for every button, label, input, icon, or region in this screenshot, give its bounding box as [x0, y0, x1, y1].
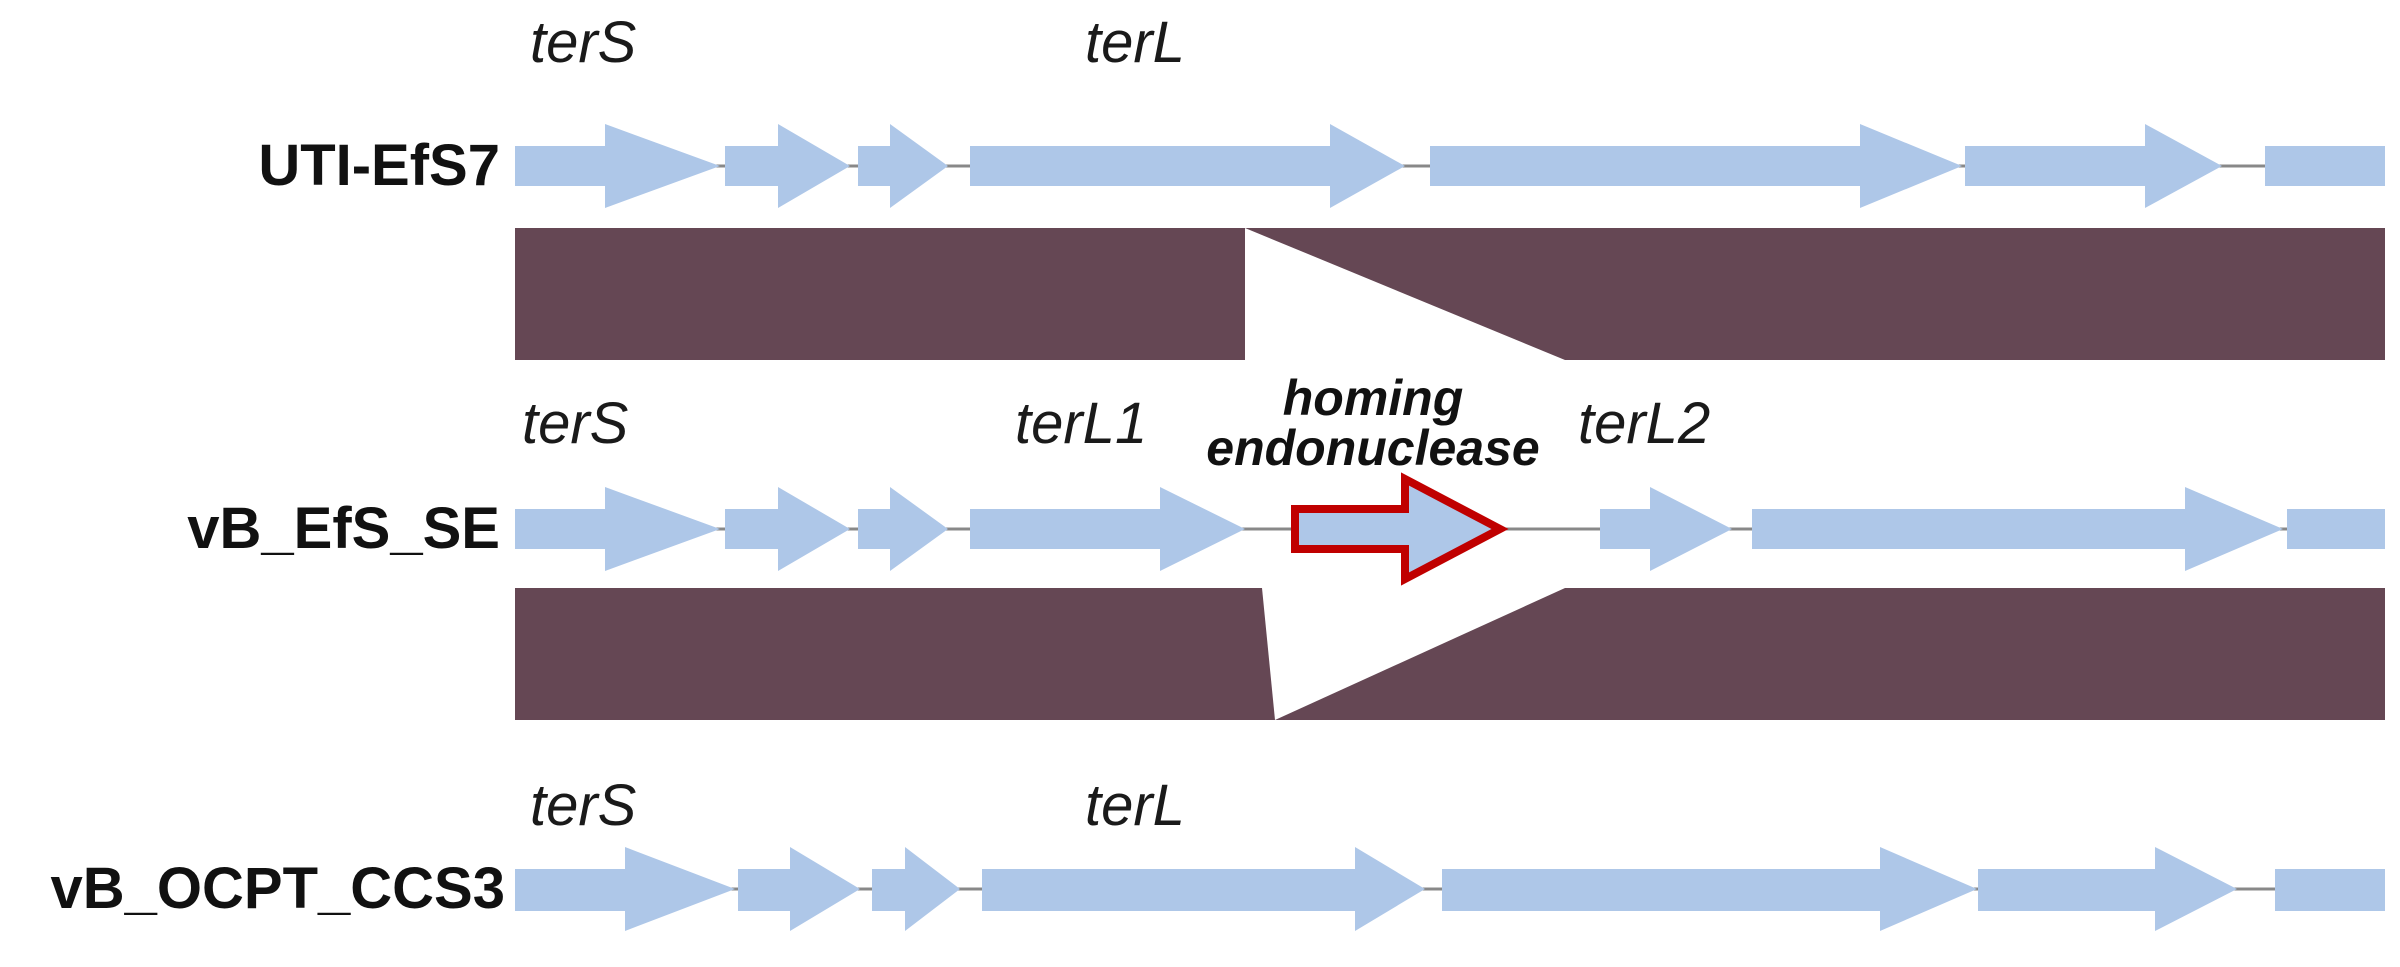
gene-arrow-terl1 — [970, 487, 1245, 571]
gene-arrow — [1442, 847, 1977, 931]
gene-arrow — [1978, 847, 2237, 931]
genome-name-vb-ocpt-ccs3: vB_OCPT_CCS3 — [51, 856, 505, 921]
gene-arrow-terl2 — [1752, 487, 2283, 571]
genome-name-vb-efs-se: vB_EfS_SE — [187, 496, 500, 561]
genome-track-vb-ocpt-ccs3: terS terL vB_OCPT_CCS3 — [51, 773, 2385, 931]
gene-arrow-homing-endonuclease — [1291, 472, 1509, 586]
gene-label-ters-2: terS — [522, 391, 629, 456]
gene-label-ters-3: terS — [530, 773, 637, 838]
gene-arrow — [858, 124, 948, 208]
gene-arrows — [515, 847, 2385, 931]
gene-label-homing: homing — [1283, 370, 1464, 426]
gene-label-terl2: terL2 — [1578, 391, 1710, 456]
gene-arrows — [515, 472, 2385, 586]
gene-arrow — [725, 124, 850, 208]
gene-arrow — [2275, 869, 2385, 911]
gene-arrow-ters — [515, 124, 720, 208]
gene-arrow-ters — [515, 847, 735, 931]
gene-label-terl-3: terL — [1085, 773, 1185, 838]
gene-label-terl-1: terL — [1085, 10, 1185, 75]
gene-label-ters-1: terS — [530, 10, 637, 75]
gene-arrows — [515, 124, 2385, 208]
genome-track-uti-efs7: terS terL UTI-EfS7 — [258, 10, 2385, 208]
homology-band-2 — [515, 588, 2385, 720]
gene-arrow — [725, 487, 850, 571]
gene-label-terl1: terL1 — [1015, 391, 1147, 456]
gene-arrow — [2287, 509, 2385, 549]
gene-arrow — [738, 847, 860, 931]
insertion-gap — [1262, 588, 1565, 720]
gene-label-endonuclease: endonuclease — [1206, 420, 1539, 476]
gene-arrow — [1430, 124, 1962, 208]
gene-arrow-ters — [515, 487, 720, 571]
gene-arrow — [1600, 487, 1732, 571]
genome-track-vb-efs-se: terS terL1 terL2 homing endonuclease vB_… — [187, 370, 2385, 586]
homology-band-1 — [515, 228, 2385, 360]
gene-arrow — [1965, 124, 2222, 208]
insertion-gap — [1245, 228, 1565, 360]
genome-name-uti-efs7: UTI-EfS7 — [258, 133, 500, 198]
gene-arrow-terl — [970, 124, 1405, 208]
gene-arrow — [872, 847, 960, 931]
gene-arrow — [2265, 146, 2385, 186]
gene-arrow — [858, 487, 948, 571]
gene-arrow-terl — [982, 847, 1425, 931]
